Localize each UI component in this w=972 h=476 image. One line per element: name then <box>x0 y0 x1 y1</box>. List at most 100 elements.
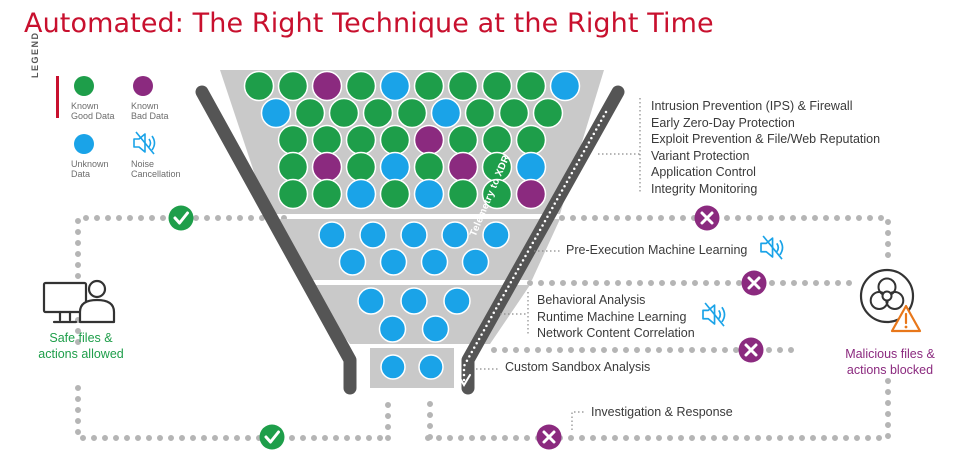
known-good-circle <box>532 97 564 129</box>
x-circle-icon <box>694 205 720 231</box>
unknown-circle <box>418 354 444 380</box>
known-good-circle <box>345 151 377 183</box>
known-good-circle <box>447 70 479 102</box>
known-bad-circle <box>447 151 479 183</box>
known-bad-circle <box>515 178 547 210</box>
technique-pre-execution-ml: Pre-Execution Machine Learning <box>566 243 748 257</box>
x-circle-icon <box>738 337 764 363</box>
known-good-circle <box>413 70 445 102</box>
known-bad-circle <box>413 124 445 156</box>
page-title: Automated: The Right Technique at the Ri… <box>24 8 714 39</box>
known-good-circle <box>413 151 445 183</box>
known-good-circle <box>379 178 411 210</box>
legend-label-noise-cancellation: Noise Cancellation <box>131 159 181 179</box>
unknown-circle <box>338 248 367 276</box>
unknown-circle <box>421 315 450 343</box>
x-circle-icon <box>741 270 767 296</box>
known-good-circle <box>515 70 547 102</box>
leader-lines <box>476 98 641 430</box>
speaker-muted-icon <box>702 302 726 327</box>
known-bad-circle <box>311 70 343 102</box>
user-computer-icon <box>42 279 116 324</box>
legend-label-known-bad: Known Bad Data <box>131 101 169 121</box>
known-good-circle <box>277 178 309 210</box>
known-good-circle <box>243 70 275 102</box>
known-good-circle <box>311 178 343 210</box>
known-good-circle <box>447 124 479 156</box>
known-good-circle <box>396 97 428 129</box>
blocked-path-top <box>559 215 891 261</box>
unknown-circle <box>443 287 471 315</box>
tier1-technique-list: Intrusion Prevention (IPS) & Firewall Ea… <box>651 98 880 197</box>
unknown-circle <box>400 287 428 315</box>
known-good-circle <box>515 124 547 156</box>
safe-outcome-label: Safe files & actions allowed <box>38 331 124 361</box>
unknown-circle <box>318 221 346 249</box>
biohazard-warning-icon <box>859 268 922 333</box>
technique-custom-sandbox: Custom Sandbox Analysis <box>505 360 651 374</box>
blocked-outcome-label: Malicious files & actions blocked <box>845 347 935 377</box>
technique-integrity-monitoring: Integrity Monitoring <box>651 181 758 196</box>
technique-exploit-prevention: Exploit Prevention & File/Web Reputation <box>651 132 881 146</box>
known-good-circle <box>277 70 309 102</box>
known-bad-circle <box>311 151 343 183</box>
known-good-circle <box>277 124 309 156</box>
x-circle-icon <box>536 424 562 450</box>
legend-label-unknown: Unknown Data <box>71 159 109 179</box>
funnel-left-wall <box>195 85 357 395</box>
legend-known-good-swatch <box>74 76 94 96</box>
unknown-circle <box>378 315 407 343</box>
technique-application-control: Application Control <box>651 165 756 179</box>
technique-early-zero-day: Early Zero-Day Protection <box>651 115 795 130</box>
funnel-tier-1 <box>220 70 604 214</box>
unknown-circle <box>430 97 462 129</box>
telemetry-arrow-icon <box>457 374 471 387</box>
legend-label-known-good: Known Good Data <box>71 101 115 121</box>
status-markers <box>168 205 767 450</box>
unknown-circle <box>549 70 581 102</box>
known-good-circle <box>362 97 394 129</box>
unknown-circle <box>515 151 547 183</box>
technique-behavioral-analysis: Behavioral Analysis <box>537 293 646 307</box>
speaker-muted-icon <box>760 235 784 260</box>
legend-known-bad-swatch <box>133 76 153 96</box>
unknown-circle <box>400 221 428 249</box>
check-circle-icon <box>259 424 285 450</box>
known-good-circle <box>345 70 377 102</box>
unknown-circle <box>380 354 406 380</box>
known-good-circle <box>345 124 377 156</box>
known-good-circle <box>294 97 326 129</box>
leader-tier5 <box>571 411 586 430</box>
known-good-circle <box>481 178 513 210</box>
known-good-circle <box>481 70 513 102</box>
unknown-circle <box>461 248 490 276</box>
unknown-circle <box>357 287 385 315</box>
check-circle-icon <box>168 205 194 231</box>
unknown-circle <box>420 248 449 276</box>
known-good-circle <box>498 97 530 129</box>
technique-network-content-correlation: Network Content Correlation <box>537 326 695 340</box>
known-good-circle <box>464 97 496 129</box>
known-good-circle <box>481 124 513 156</box>
legend-accent-bar <box>56 76 59 118</box>
legend <box>74 76 153 154</box>
safe-path-bottom <box>75 385 391 441</box>
blocked-path-bottom <box>425 375 891 441</box>
technique-runtime-ml: Runtime Machine Learning <box>537 309 687 324</box>
known-good-circle <box>311 124 343 156</box>
known-good-circle <box>379 124 411 156</box>
technique-investigation-response: Investigation & Response <box>591 405 733 419</box>
unknown-circle <box>413 178 445 210</box>
safe-path-top <box>75 215 291 345</box>
known-good-circle <box>328 97 360 129</box>
data-circles <box>243 70 581 380</box>
noise-cancellation-icon <box>133 131 156 155</box>
technique-variant-protection: Variant Protection <box>651 148 750 163</box>
technique-ips-firewall: Intrusion Prevention (IPS) & Firewall <box>651 99 853 113</box>
unknown-circle <box>359 221 387 249</box>
unknown-circle <box>379 151 411 183</box>
known-good-circle <box>277 151 309 183</box>
unknown-circle <box>379 248 408 276</box>
